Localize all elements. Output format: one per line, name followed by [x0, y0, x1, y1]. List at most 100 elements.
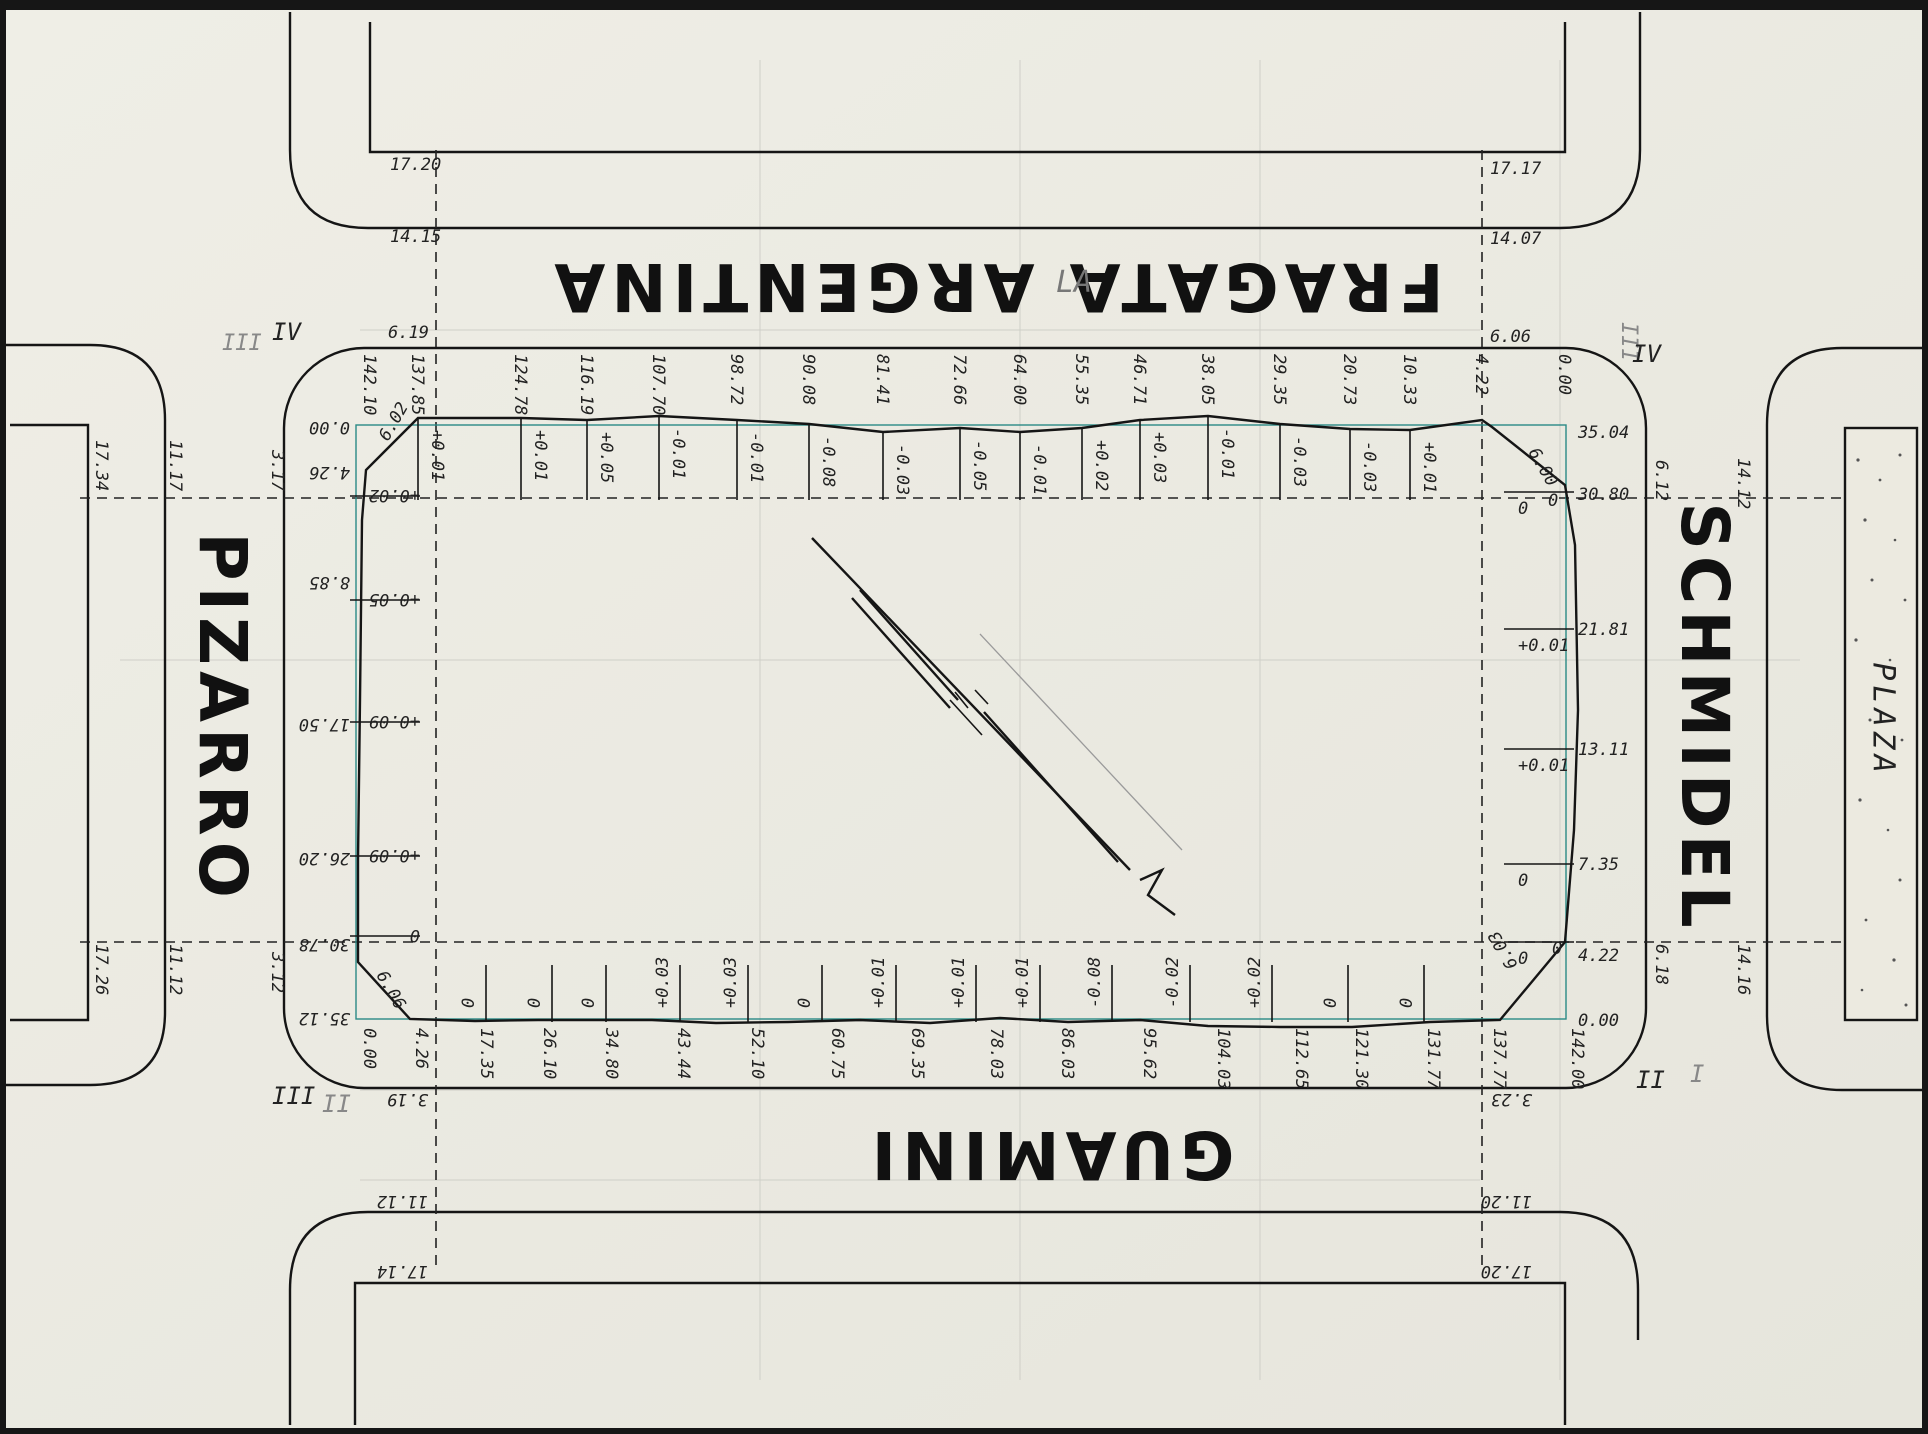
top-block-curb [288, 12, 1642, 230]
bottom-station-label: 78.03 [986, 1028, 1006, 1079]
width-left-top-b: 11.17 [165, 440, 185, 492]
top-station-label: 72.66 [949, 354, 969, 405]
top-diff-label: -0.01 [1217, 428, 1237, 479]
corner-marks: III IV III IV III II II I [222, 318, 1704, 1118]
left-diff-label: 0 [410, 925, 420, 945]
top-station-label: 124.78 [510, 354, 530, 415]
width-bottom-left-outer: 17.14 [377, 1261, 428, 1281]
chamfer-top-right-zero: 0 [1548, 491, 1558, 511]
bottom-station-label: 4.26 [411, 1028, 431, 1069]
left-block-curb [6, 343, 167, 1087]
right-station-label: 21.81 [1578, 620, 1629, 640]
left-diff-label: +0.02 [369, 485, 420, 505]
bottom-station-label: 69.35 [907, 1028, 927, 1079]
right-ticks: 35.0430.8021.8113.117.354.220.000+0.01+0… [1504, 423, 1629, 1031]
width-bottom-right-outer: 17.20 [1481, 1261, 1532, 1281]
surrounding-blocks [6, 12, 1922, 1425]
width-bottom-left-inner: 3.19 [387, 1089, 429, 1109]
left-station-label: 0.00 [309, 417, 350, 437]
bottom-diff-label: 0 [459, 998, 479, 1008]
bottom-station-label: 86.03 [1057, 1028, 1077, 1079]
left-station-label: 4.26 [309, 462, 350, 482]
top-station-label: 46.71 [1129, 354, 1149, 405]
width-left-top-c: 3.17 [267, 449, 287, 492]
top-station-label: 116.19 [576, 354, 596, 415]
street-width-labels: 17.20 14.15 6.19 17.17 14.07 6.06 17.34 … [91, 155, 1753, 1281]
top-station-label: 142.10 [359, 354, 379, 415]
bottom-diff-label: -0.08 [1085, 957, 1105, 1008]
left-diff-label: +0.09 [369, 845, 420, 865]
bottom-station-label: 137.77 [1489, 1028, 1509, 1090]
block-boundary [356, 414, 1580, 1029]
left-station-label: 30.78 [299, 934, 351, 954]
plaza-area [1843, 426, 1919, 1022]
mark-bottom-left-a: III [272, 1082, 315, 1110]
right-diff-label: 0 [1518, 499, 1528, 519]
top-diff-label: +0.01 [427, 430, 447, 481]
top-station-label: 98.72 [726, 354, 746, 405]
top-station-label: 81.41 [872, 354, 892, 405]
width-top-right-inner: 6.06 [1490, 327, 1531, 347]
plaza-label: PLAZA [1866, 662, 1901, 777]
left-station-label: 17.50 [299, 714, 350, 734]
bottom-station-label: 60.75 [827, 1028, 847, 1079]
right-station-label: 4.22 [1578, 946, 1619, 966]
top-diff-label: -0.01 [1029, 444, 1049, 495]
main-block-curb [282, 346, 1648, 1090]
bottom-block-curb [288, 1210, 1640, 1425]
bottom-station-label: 112.65 [1291, 1028, 1311, 1089]
right-block-curb [1765, 346, 1922, 1092]
right-diff-label: 0 [1518, 871, 1528, 891]
street-guamini: GUAMINI [866, 1116, 1235, 1193]
left-block-line [10, 423, 90, 1022]
left-diff-label: +0.05 [369, 589, 420, 609]
bottom-station-label: 95.62 [1139, 1028, 1159, 1079]
top-block-line [368, 22, 1567, 154]
top-station-label: 20.73 [1339, 354, 1359, 405]
left-station-label: 26.20 [299, 848, 350, 868]
top-diff-label: +0.01 [1419, 442, 1439, 493]
width-bottom-left-mid: 11.12 [377, 1191, 428, 1211]
bottom-station-label: 26.10 [539, 1028, 559, 1079]
bottom-station-label: 121.30 [1351, 1028, 1371, 1089]
bottom-diff-label: +0.01 [949, 957, 969, 1008]
right-diff-label: +0.01 [1518, 756, 1569, 776]
bottom-diff-label: 0 [1397, 998, 1417, 1008]
chamfer-bottom-right-zero: 0 [1552, 939, 1562, 959]
right-station-label: 35.04 [1577, 423, 1629, 443]
right-station-label: 7.35 [1578, 855, 1619, 875]
width-right-top-a: 6.12 [1651, 460, 1671, 501]
bottom-diff-label: -0.02 [1163, 957, 1183, 1008]
bottom-diff-label: +0.01 [1013, 957, 1033, 1008]
top-diff-label: +0.01 [530, 430, 550, 481]
top-station-label: 55.35 [1071, 354, 1091, 405]
right-diff-label: 0 [1518, 949, 1528, 969]
mark-bottom-left-b: II [322, 1090, 351, 1118]
street-schmidel: SCHMIDEL [1666, 502, 1743, 933]
width-left-top-a: 17.34 [91, 440, 111, 491]
width-top-right-mid: 14.07 [1490, 229, 1542, 249]
bottom-station-label: 17.35 [476, 1028, 496, 1079]
north-arrow-icon [811, 537, 1183, 916]
top-station-label: 107.70 [648, 354, 668, 415]
top-station-label: 90.08 [798, 354, 818, 405]
bottom-station-label: 34.80 [601, 1027, 621, 1079]
bottom-station-label: 0.00 [359, 1028, 379, 1069]
bottom-station-label: 142.00 [1567, 1028, 1587, 1089]
left-station-label: 35.12 [299, 1008, 351, 1028]
width-top-left-outer: 17.20 [390, 155, 441, 175]
width-left-bottom-c: 3.12 [267, 951, 287, 993]
right-station-label: 0.00 [1578, 1011, 1619, 1031]
top-station-label: 137.85 [407, 354, 427, 415]
bottom-station-label: 43.44 [673, 1028, 693, 1079]
bottom-diff-label: 0 [1321, 998, 1341, 1008]
bottom-diff-label: 0 [795, 998, 815, 1008]
top-diff-label: -0.08 [818, 436, 838, 487]
bottom-diff-label: +0.01 [869, 957, 889, 1008]
top-station-label: 29.35 [1269, 354, 1289, 405]
width-top-left-mid: 14.15 [390, 227, 441, 247]
top-diff-label: +0.03 [1149, 432, 1169, 483]
width-bottom-right-inner: 3.23 [1491, 1089, 1533, 1109]
width-bottom-right-mid: 11.20 [1481, 1191, 1532, 1211]
